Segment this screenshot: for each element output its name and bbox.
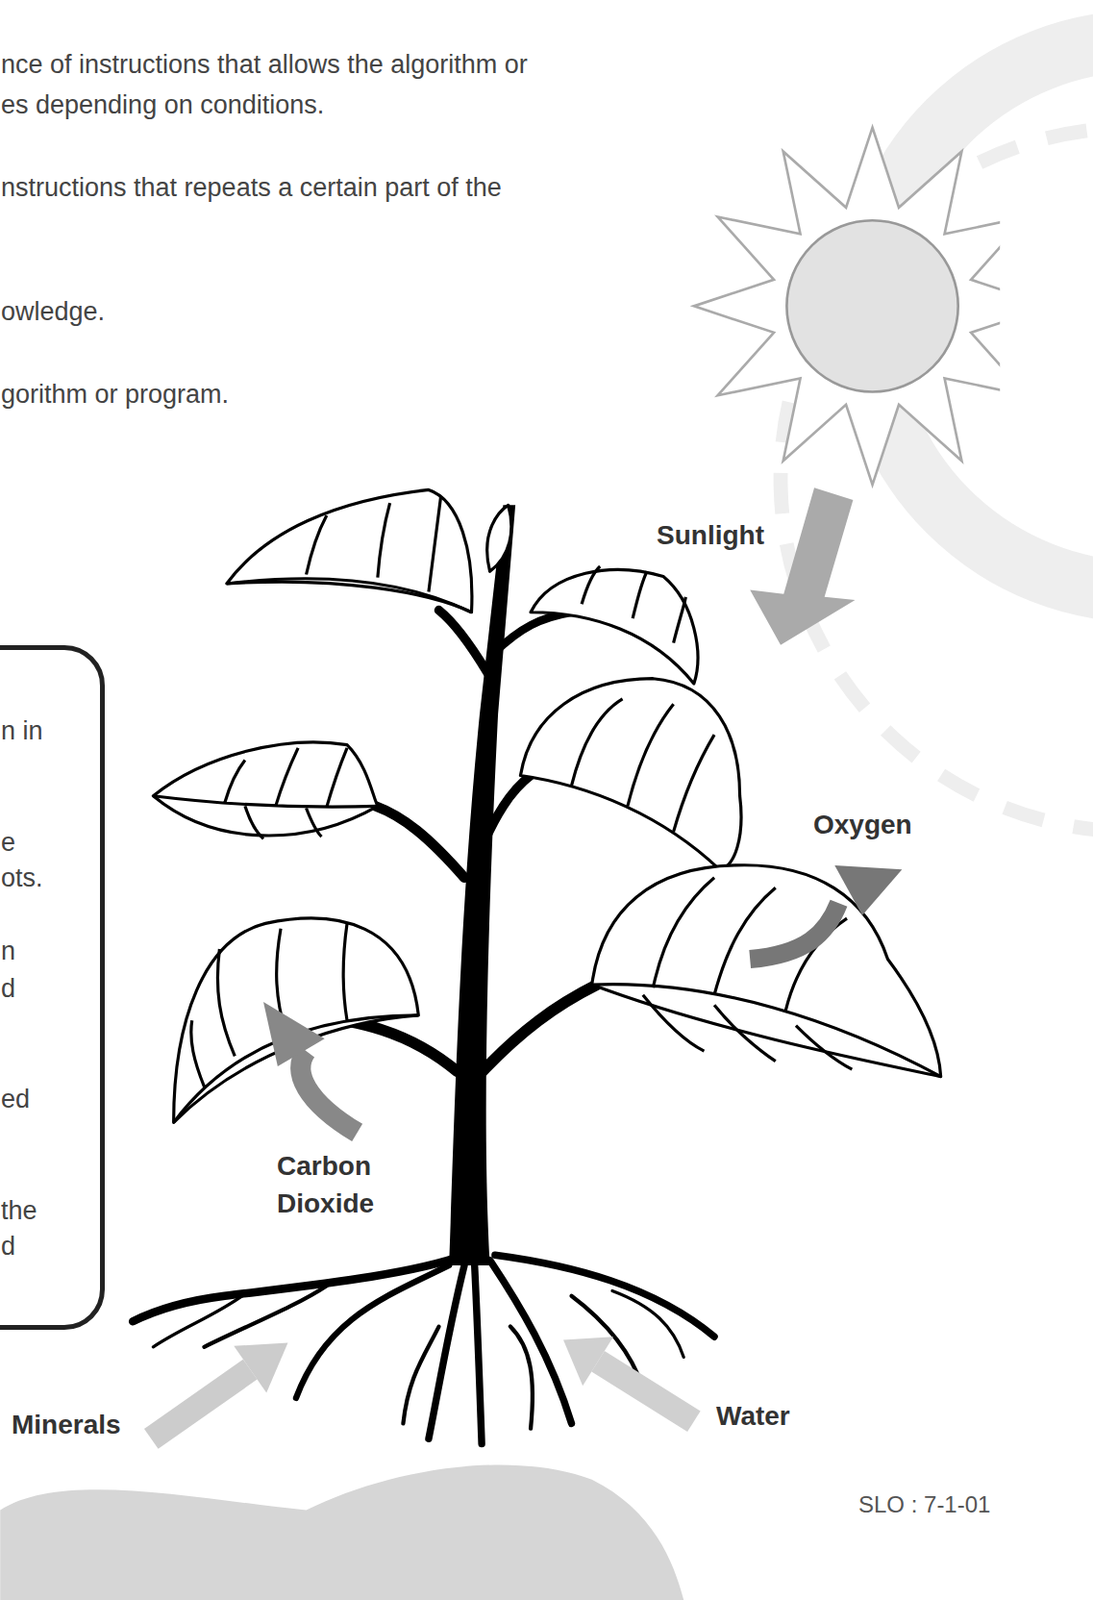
box-text-fragment: n — [0, 935, 16, 967]
part-label: Sunlight — [656, 519, 765, 552]
part-label: Water — [716, 1399, 791, 1433]
body-text-line: gorithm or program. — [0, 378, 229, 410]
box-text-fragment: d — [0, 972, 16, 1004]
box-text-fragment: e — [0, 826, 16, 858]
box-text-fragment: ed — [0, 1083, 30, 1115]
sun-symbol — [694, 127, 1000, 485]
box-text-fragment: d — [0, 1230, 16, 1262]
part-label: Minerals — [11, 1408, 122, 1441]
box-text-fragment: n in — [0, 715, 44, 746]
roots — [132, 1254, 715, 1443]
body-text-line: es depending on conditions. — [0, 89, 324, 121]
box-text-fragment: ots. — [0, 862, 44, 894]
body-text-line: nstructions that repeats a certain part … — [0, 172, 502, 203]
info-box: n ineots.ndedthed — [0, 645, 105, 1330]
part-label: Oxygen — [813, 808, 913, 842]
box-text-fragment: the — [0, 1194, 38, 1226]
body-text-line: owledge. — [0, 296, 105, 327]
process-arrows — [150, 487, 902, 1439]
body-text-line: nce of instructions that allows the algo… — [0, 49, 528, 80]
slo-code: SLO : 7-1-01 — [858, 1490, 991, 1519]
part-label: Carbon Dioxide — [276, 1146, 412, 1222]
ground-blob — [0, 1464, 684, 1600]
